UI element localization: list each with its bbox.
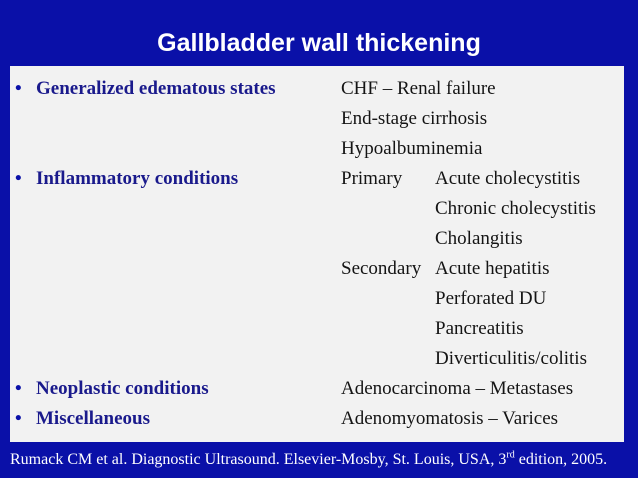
- row-inflammatory: • Inflammatory conditions Primary Acute …: [10, 164, 624, 194]
- citation-suffix: edition, 2005.: [514, 451, 608, 468]
- bullet: •: [15, 378, 22, 399]
- citation-text: Rumack CM et al. Diagnostic Ultrasound. …: [10, 451, 507, 468]
- category-label: Generalized edematous states: [36, 78, 276, 99]
- bullet: •: [15, 168, 22, 189]
- cause-text: Adenomyomatosis – Varices: [341, 408, 559, 429]
- row-cholangitis: Cholangitis: [10, 224, 624, 254]
- cause-text: End-stage cirrhosis: [341, 108, 488, 129]
- cause-text: Chronic cholecystitis: [435, 198, 596, 219]
- subtype-label: Secondary: [341, 258, 422, 279]
- row-diverticulitis: Diverticulitis/colitis: [10, 344, 624, 374]
- row-generalized-edematous: • Generalized edematous states CHF – Ren…: [10, 74, 624, 104]
- category-label: Miscellaneous: [36, 408, 150, 429]
- row-miscellaneous: • Miscellaneous Adenomyomatosis – Varice…: [10, 404, 624, 434]
- subtype-label: Primary: [341, 168, 403, 189]
- cause-text: Cholangitis: [435, 228, 523, 249]
- citation-superscript: rd: [506, 449, 515, 461]
- row-secondary: Secondary Acute hepatitis: [10, 254, 624, 284]
- cause-text: CHF – Renal failure: [341, 78, 496, 99]
- cause-text: Perforated DU: [435, 288, 547, 309]
- row-pancreatitis: Pancreatitis: [10, 314, 624, 344]
- category-label: Inflammatory conditions: [36, 168, 239, 189]
- row-neoplastic: • Neoplastic conditions Adenocarcinoma –…: [10, 374, 624, 404]
- category-label: Neoplastic conditions: [36, 378, 209, 399]
- cause-text: Adenocarcinoma – Metastases: [341, 378, 574, 399]
- cause-text: Acute hepatitis: [435, 258, 550, 279]
- cause-text: Acute cholecystitis: [435, 168, 581, 189]
- slide-title: Gallbladder wall thickening: [157, 29, 481, 57]
- bullet: •: [15, 408, 22, 429]
- cause-text: Hypoalbuminemia: [341, 138, 483, 159]
- citation-footer: Rumack CM et al. Diagnostic Ultrasound. …: [10, 448, 630, 472]
- content-panel: • Generalized edematous states CHF – Ren…: [10, 66, 624, 442]
- row-end-stage-cirrhosis: End-stage cirrhosis: [10, 104, 624, 134]
- row-perforated-du: Perforated DU: [10, 284, 624, 314]
- row-hypoalbuminemia: Hypoalbuminemia: [10, 134, 624, 164]
- cause-text: Pancreatitis: [435, 318, 524, 339]
- bullet: •: [15, 78, 22, 99]
- row-chronic-cholecystitis: Chronic cholecystitis: [10, 194, 624, 224]
- cause-text: Diverticulitis/colitis: [435, 348, 587, 369]
